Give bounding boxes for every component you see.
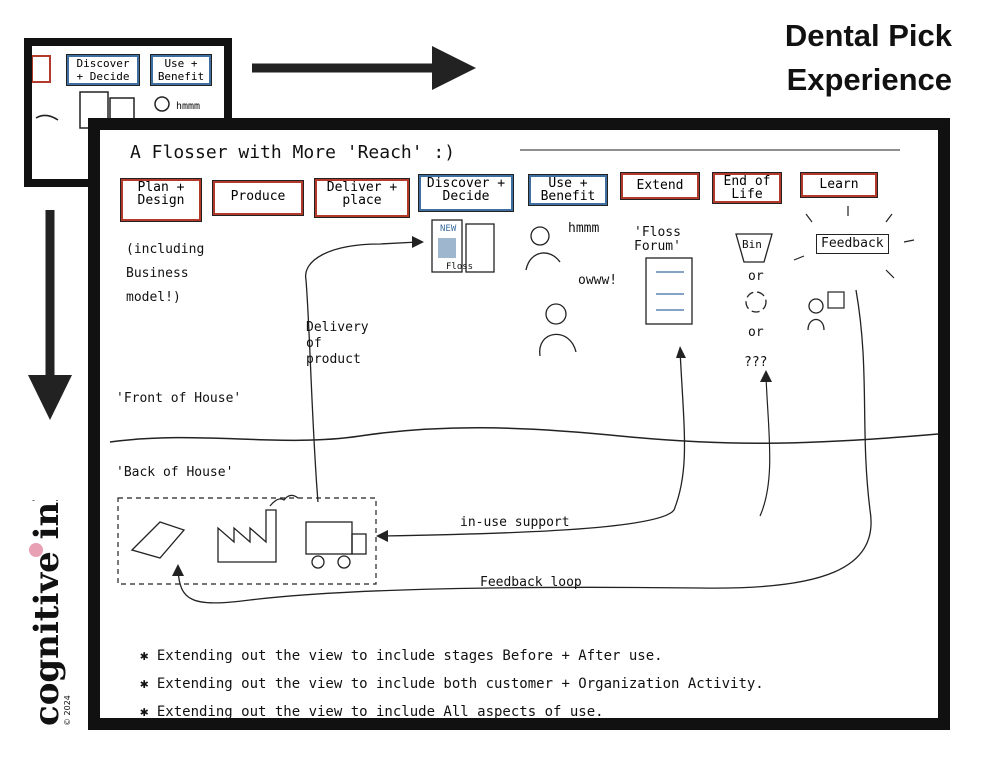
- bullet-item: ✱ Extending out the view to include All …: [140, 704, 604, 720]
- floss-forum-label: 'Floss Forum': [634, 225, 681, 254]
- or-label-1: or: [748, 269, 764, 284]
- thumb-stage-use: Use + Benefit: [150, 54, 212, 86]
- thumb-stage-discover-label: Discover + Decide: [76, 57, 130, 83]
- bullet-item: ✱ Extending out the view to include stag…: [140, 648, 663, 664]
- bullet-text-2: Extending out the view to include both c…: [156, 676, 764, 692]
- brand-name: cognitive ink: [27, 500, 67, 726]
- hmmm-label: hmmm: [568, 221, 600, 236]
- stage-use-benefit-label: Use + Benefit: [540, 176, 596, 204]
- stage-extend-label: Extend: [636, 178, 684, 193]
- bullet-list: ✱ Extending out the view to include stag…: [140, 642, 764, 726]
- stage-produce: Produce: [212, 180, 304, 216]
- stage-deliver-place: Deliver + place: [314, 178, 410, 218]
- main-sketch: A Flosser with More 'Reach' :) Plan + De…: [88, 118, 950, 730]
- back-of-house-label: 'Back of House': [116, 465, 234, 480]
- stage-end-of-life: End of Life: [712, 172, 782, 204]
- stage-learn-label: Learn: [819, 177, 859, 192]
- stage-learn: Learn: [800, 172, 878, 198]
- bullet-text-1: Extending out the view to include stages…: [156, 648, 663, 664]
- sketch-heading: A Flosser with More 'Reach' :): [130, 142, 456, 163]
- delivery-label: Delivery of product: [306, 320, 369, 367]
- stage-use-benefit: Use + Benefit: [528, 174, 608, 206]
- stage-discover-decide: Discover + Decide: [418, 174, 514, 212]
- bullet-text-3: Extending out the view to include All as…: [156, 704, 604, 720]
- question-label: ???: [744, 355, 768, 370]
- brand-logo: cognitive ink © 2024: [14, 477, 74, 730]
- arrow-right-icon: [252, 46, 476, 90]
- brand-logo-svg: cognitive ink © 2024: [27, 477, 72, 726]
- arrow-down-icon: [28, 210, 72, 420]
- thumb-stage-discover: Discover + Decide: [66, 54, 140, 86]
- including-note: (including Business model!): [126, 242, 205, 305]
- stage-extend: Extend: [620, 172, 700, 200]
- title-line-2: Experience: [786, 62, 952, 97]
- new-tag: NEW: [440, 224, 457, 234]
- brand-year: © 2024: [63, 695, 72, 726]
- floss-label: Floss: [446, 262, 474, 272]
- bullet-item: ✱ Extending out the view to include both…: [140, 676, 764, 692]
- front-of-house-label: 'Front of House': [116, 391, 242, 406]
- oww-label: owww!: [578, 273, 618, 288]
- or-label-2: or: [748, 325, 764, 340]
- page-title: Dental Pick Experience: [785, 14, 952, 102]
- thumb-hmmm: hmmm: [176, 101, 201, 112]
- feedback-box: Feedback: [816, 234, 889, 254]
- stage-deliver-place-label: Deliver + place: [326, 180, 398, 208]
- stage-discover-decide-label: Discover + Decide: [426, 176, 506, 204]
- bin-label: Bin: [742, 238, 762, 251]
- sketch-drawing: [109, 149, 938, 604]
- stage-end-of-life-label: End of Life: [723, 174, 771, 202]
- stage-plan-design: Plan + Design: [120, 178, 202, 222]
- in-use-support-label: in-use support: [460, 515, 570, 530]
- feedback-loop-label: Feedback loop: [480, 575, 582, 590]
- thumb-stage-use-label: Use + Benefit: [157, 57, 205, 83]
- title-line-1: Dental Pick: [784, 18, 952, 53]
- stage-plan-design-label: Plan + Design: [137, 180, 185, 208]
- stage-produce-label: Produce: [230, 189, 286, 204]
